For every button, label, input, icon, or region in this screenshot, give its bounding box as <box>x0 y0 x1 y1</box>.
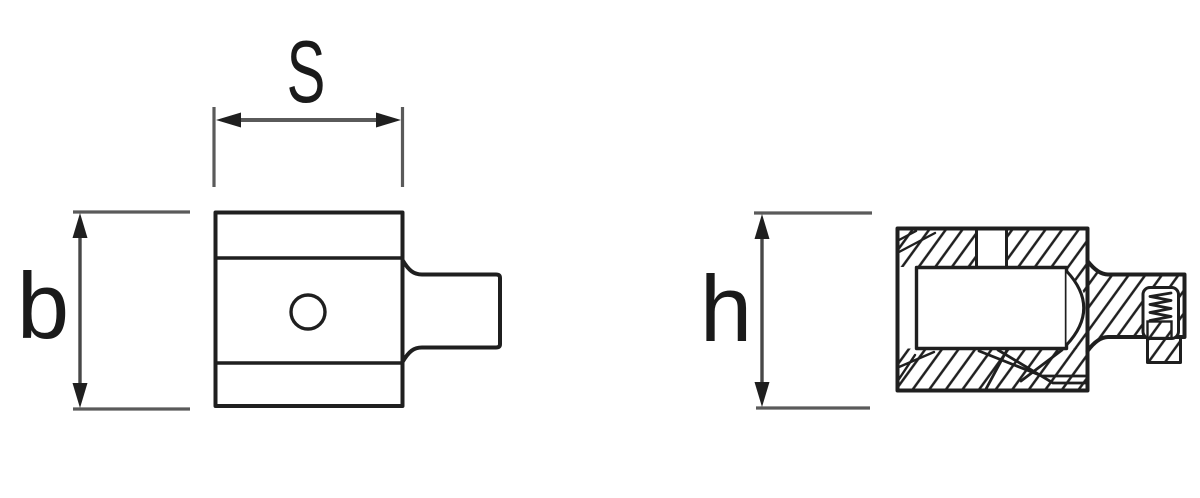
drive-tab-section <box>1085 259 1187 364</box>
detent-ball-pocket <box>1146 335 1182 364</box>
pin-hole-section <box>978 227 1005 268</box>
front-view: S b <box>17 23 502 411</box>
detent-ball <box>1146 320 1173 340</box>
corner-chamfer-lines <box>897 229 937 381</box>
socket-cavity <box>914 265 1069 351</box>
detail-line <box>1019 348 1064 383</box>
dimension-label-s: S <box>287 23 326 121</box>
pin-hole-circle <box>289 293 327 331</box>
dimension-label-h: h <box>700 256 752 361</box>
detail-line <box>996 348 1088 385</box>
socket-cavity-round-end <box>1065 269 1086 347</box>
spring-detent-detail <box>1141 286 1182 364</box>
arrowhead-up <box>754 214 770 239</box>
bottom-wall-detail <box>977 348 1088 391</box>
arrowhead-left <box>216 112 241 128</box>
tab-outline <box>1085 259 1187 353</box>
front-body <box>213 210 502 408</box>
detail-line <box>984 348 1009 391</box>
arrowhead-down <box>72 383 88 408</box>
dimension-b: b <box>17 210 190 411</box>
front-body-outline <box>213 210 405 408</box>
socket-cavity-round-end-fill <box>1066 271 1088 345</box>
section-body <box>895 226 1090 393</box>
arrowhead-down <box>754 382 770 407</box>
drive-tab-outline <box>400 258 502 364</box>
section-view: h <box>700 211 1187 410</box>
dimension-s: S <box>212 23 405 187</box>
detent-spring-icon <box>1148 291 1173 322</box>
section-hatch-right-wall <box>1062 267 1088 349</box>
dimension-label-b: b <box>17 253 69 358</box>
arrowhead-right <box>376 112 401 128</box>
arrowhead-up <box>72 213 88 238</box>
dimension-h: h <box>700 211 872 410</box>
